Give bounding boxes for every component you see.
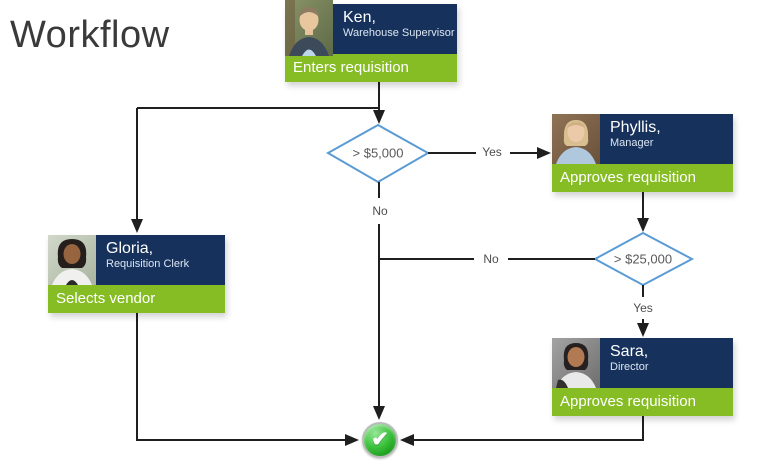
decision2-label: > $25,000 xyxy=(613,251,673,267)
phyllis-action-bar: Approves requisition xyxy=(552,164,733,192)
branch-label-d2-yes: Yes xyxy=(633,301,653,315)
branch-label-d2-no: No xyxy=(483,252,499,266)
gloria-name-panel: Gloria, Requisition Clerk xyxy=(96,235,225,285)
step-card-sara: Sara, Director Approves requisition xyxy=(552,338,733,416)
person-name: Ken, xyxy=(343,9,376,26)
branch-label-d1-yes: Yes xyxy=(482,145,502,159)
page-title: Workflow xyxy=(10,14,170,56)
phyllis-photo xyxy=(552,114,600,164)
person-role: Requisition Clerk xyxy=(106,258,190,270)
step-card-phyllis: Phyllis, Manager Approves requisition xyxy=(552,114,733,192)
check-icon: ✔ xyxy=(371,427,389,451)
person-name: Phyllis, xyxy=(610,119,661,136)
sara-action-bar: Approves requisition xyxy=(552,388,733,416)
person-role: Warehouse Supervisor xyxy=(343,27,455,39)
person-role: Director xyxy=(610,361,649,373)
sara-name-panel: Sara, Director xyxy=(600,338,733,388)
edge-sara-to-check xyxy=(400,416,644,446)
branch-label-d1-no: No xyxy=(372,204,388,218)
phyllis-name-panel: Phyllis, Manager xyxy=(600,114,733,164)
gloria-action-bar: Selects vendor xyxy=(48,285,225,313)
ken-photo xyxy=(285,0,333,56)
step-card-ken: Ken, Warehouse Supervisor Enters requisi… xyxy=(285,0,457,82)
person-name: Sara, xyxy=(610,343,649,360)
end-node: ✔ xyxy=(362,422,398,458)
person-name: Gloria, xyxy=(106,240,154,257)
step-card-gloria: Gloria, Requisition Clerk Selects vendor xyxy=(48,235,225,313)
gloria-photo xyxy=(48,235,96,285)
sara-photo xyxy=(552,338,600,388)
ken-action-bar: Enters requisition xyxy=(285,54,457,82)
ken-name-panel: Ken, Warehouse Supervisor xyxy=(333,4,457,54)
edge-gloria-to-check xyxy=(136,313,359,446)
decision1-label: > $5,000 xyxy=(352,145,404,161)
person-role: Manager xyxy=(610,137,654,149)
